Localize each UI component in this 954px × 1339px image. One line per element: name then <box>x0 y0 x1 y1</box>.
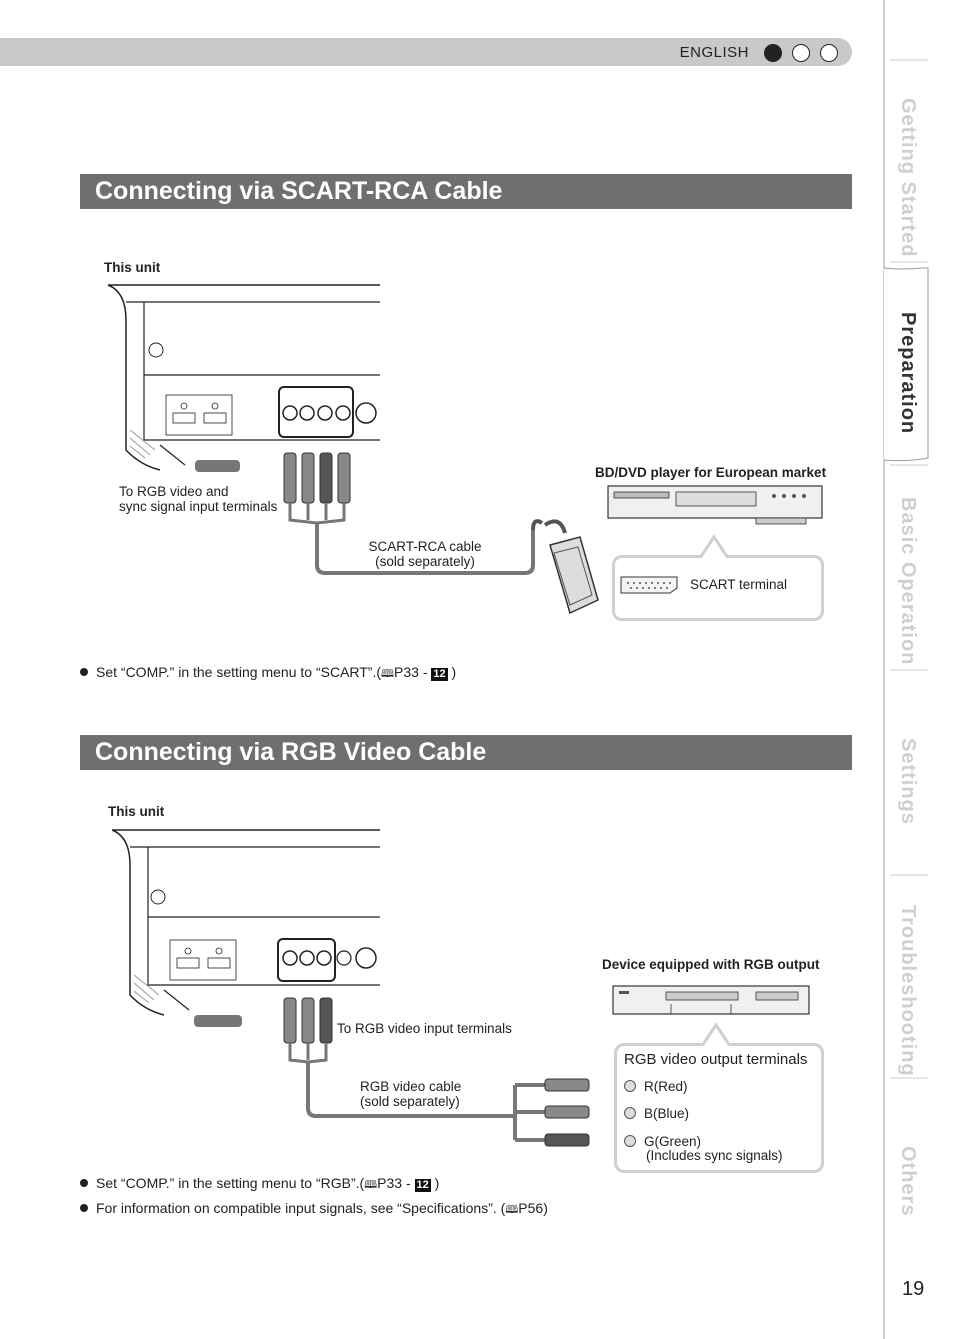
tab-getting-started[interactable]: Getting Started <box>897 98 919 258</box>
this-unit-label: This unit <box>104 260 161 275</box>
terminal-g: G(Green) <box>624 1134 701 1149</box>
sidebar-tabs-frame <box>883 0 929 1339</box>
page-indicator-dot <box>764 44 782 62</box>
tab-troubleshooting[interactable]: Troubleshooting <box>897 905 919 1077</box>
page-indicator-dot <box>820 44 838 62</box>
cable-label: SCART-RCA cable (sold separately) <box>368 539 482 569</box>
scart-terminal-label: SCART terminal <box>690 577 788 592</box>
tab-preparation[interactable]: Preparation <box>897 312 919 435</box>
section-title-rgb: Connecting via RGB Video Cable <box>80 735 852 770</box>
scart-rca-cable-illustration <box>283 452 544 575</box>
projector-illustration <box>107 284 380 472</box>
rgb-terminals-title: RGB video output terminals <box>624 1051 808 1068</box>
device-label: BD/DVD player for European market <box>595 465 827 480</box>
scart-plug-illustration <box>543 519 599 615</box>
this-unit-label: This unit <box>108 804 165 819</box>
bd-dvd-player-illustration <box>607 485 823 525</box>
tab-settings[interactable]: Settings <box>897 738 919 825</box>
projector-illustration <box>111 829 380 1027</box>
callout-pointer <box>700 534 730 558</box>
jack-icon <box>624 1107 636 1119</box>
page-indicator-dot <box>792 44 810 62</box>
tab-basic-operation[interactable]: Basic Operation <box>897 497 919 666</box>
scart-connector-icon <box>620 576 678 594</box>
header-bar <box>0 38 852 66</box>
section-title-scart: Connecting via SCART-RCA Cable <box>80 174 852 209</box>
page-number: 19 <box>902 1278 925 1300</box>
rgb-terminals-callout <box>614 1043 824 1173</box>
note-bullet: For information on compatible input sign… <box>80 1200 548 1220</box>
terminal-g-note: (Includes sync signals) <box>646 1148 783 1163</box>
jack-icon <box>624 1080 636 1092</box>
jack-icon <box>624 1135 636 1147</box>
callout-pointer <box>702 1022 732 1046</box>
device-label: Device equipped with RGB output <box>602 957 820 972</box>
language-label: ENGLISH <box>679 44 749 61</box>
rgb-cable-illustration <box>283 997 590 1147</box>
tab-others[interactable]: Others <box>897 1146 919 1217</box>
note-bullet: Set “COMP.” in the setting menu to “RGB”… <box>80 1175 439 1195</box>
terminal-b: B(Blue) <box>624 1106 689 1121</box>
input-terminal-label: To RGB video and sync signal input termi… <box>119 484 278 514</box>
cable-label: RGB video cable (sold separately) <box>360 1079 462 1109</box>
note-bullet: Set “COMP.” in the setting menu to “SCAR… <box>80 664 456 684</box>
rgb-device-illustration <box>612 985 810 1015</box>
terminal-r: R(Red) <box>624 1079 688 1094</box>
rgb-input-terminal-label: To RGB video input terminals <box>337 1021 512 1036</box>
